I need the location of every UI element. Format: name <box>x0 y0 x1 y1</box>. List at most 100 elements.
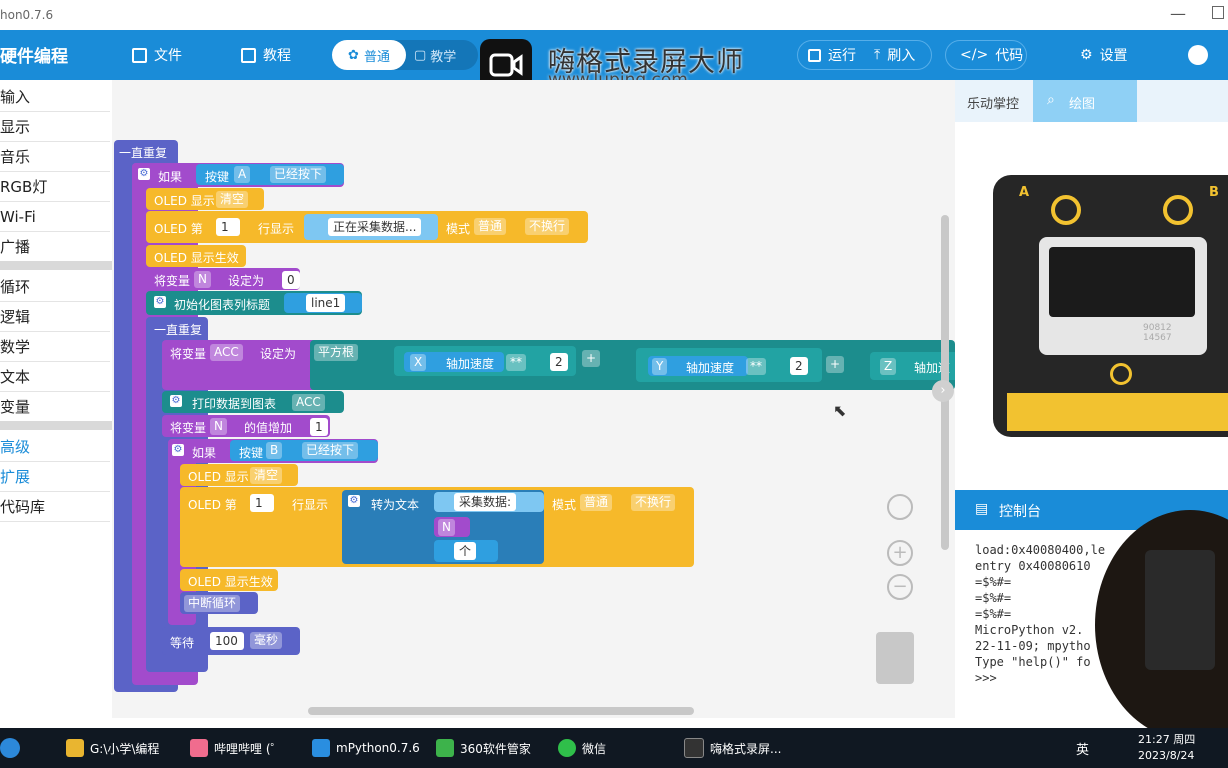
y-accel-block[interactable] <box>648 356 748 376</box>
clear-dropdown[interactable]: 清空 <box>216 191 249 208</box>
no-wrap-dropdown[interactable]: 不换行 <box>525 218 570 235</box>
plus-dropdown[interactable]: + <box>826 356 845 373</box>
mode-normal-button[interactable]: ✿ 普通 <box>332 40 406 70</box>
join-gear-icon[interactable]: ⚙ <box>348 495 360 507</box>
pressed-dropdown[interactable]: 已经按下 <box>302 442 359 459</box>
block-workspace[interactable]: 一直重复 ⚙ 如果 按键 A 已经按下 OLED 显示 清空 OLED 第 1 … <box>112 80 955 718</box>
tab-simulator[interactable]: 乐动掌控 <box>967 97 1020 112</box>
category-advanced[interactable]: 高级 <box>0 432 110 462</box>
set-variable-block[interactable] <box>146 268 300 290</box>
taskbar-app-explorer[interactable]: G:\小学\编程 <box>66 728 159 768</box>
minimize-button[interactable]: — <box>1170 4 1186 23</box>
line1-text-field[interactable]: line1 <box>306 294 346 312</box>
zoom-out-icon[interactable]: − <box>887 574 913 600</box>
var-n-reporter[interactable] <box>434 517 470 537</box>
category-display[interactable]: 显示 <box>0 112 110 142</box>
chart-gear-icon[interactable]: ⚙ <box>170 395 182 407</box>
pow-dropdown[interactable]: ** <box>506 354 526 371</box>
horizontal-scrollbar[interactable] <box>308 707 694 715</box>
category-math[interactable]: 数学 <box>0 332 110 362</box>
unit-text-field[interactable]: 个 <box>454 542 477 560</box>
category-code-library[interactable]: 代码库 <box>0 492 110 522</box>
clear-dropdown[interactable]: 清空 <box>250 467 283 484</box>
var-n-dropdown[interactable]: N <box>210 418 227 435</box>
x-accel-block[interactable] <box>404 352 504 372</box>
unit-ms-dropdown[interactable]: 毫秒 <box>250 632 283 649</box>
var-n-dropdown[interactable]: N <box>194 271 211 288</box>
print-chart-block[interactable] <box>162 391 344 413</box>
button-pressed-block[interactable] <box>196 164 344 185</box>
no-wrap-dropdown[interactable]: 不换行 <box>631 494 676 511</box>
row-number-field[interactable]: 1 <box>216 218 240 236</box>
increment-field[interactable]: 1 <box>310 418 328 436</box>
z-power-block[interactable] <box>870 352 955 380</box>
ie-icon[interactable] <box>0 738 20 758</box>
trash-icon[interactable] <box>876 632 914 684</box>
var-n-dropdown[interactable]: N <box>438 519 455 536</box>
code-button[interactable]: </> 代码 <box>960 30 1023 80</box>
run-button[interactable]: 运行 <box>808 30 856 80</box>
category-rgb[interactable]: RGB灯 <box>0 172 110 202</box>
category-extension[interactable]: 扩展 <box>0 462 110 492</box>
category-broadcast[interactable]: 广播 <box>0 232 110 262</box>
change-variable-block[interactable] <box>162 415 330 437</box>
settings-gear-icon[interactable]: ⚙ <box>138 168 150 180</box>
settings-gear-icon[interactable]: ⚙ <box>172 444 184 456</box>
exponent-field[interactable]: 2 <box>790 357 808 375</box>
break-loop-dropdown[interactable]: 中断循环 <box>184 595 241 612</box>
button-a-dropdown[interactable]: A <box>234 166 251 183</box>
clock-time[interactable]: 21:27 周四 <box>1138 733 1196 746</box>
category-loop[interactable]: 循环 <box>0 272 110 302</box>
flash-button[interactable]: ⤒ 刷入 <box>874 30 915 80</box>
break-loop-block[interactable] <box>180 592 258 614</box>
taskbar-app-360[interactable]: 360软件管家 <box>436 728 531 768</box>
collected-text-field[interactable]: 采集数据: <box>454 493 517 511</box>
user-avatar-icon[interactable] <box>1188 45 1208 65</box>
category-music[interactable]: 音乐 <box>0 142 110 172</box>
axis-z-dropdown[interactable]: Z <box>880 358 897 375</box>
plus-dropdown[interactable]: + <box>582 350 601 367</box>
input-language[interactable]: 英 <box>1076 743 1090 758</box>
category-variable[interactable]: 变量 <box>0 392 110 422</box>
sqrt-dropdown[interactable]: 平方根 <box>314 344 359 361</box>
button-a-icon[interactable] <box>1051 195 1081 225</box>
category-text[interactable]: 文本 <box>0 362 110 392</box>
zoom-in-icon[interactable]: + <box>887 540 913 566</box>
clock-date[interactable]: 2023/8/24 <box>1138 749 1195 762</box>
tab-plot[interactable]: ⌕ 绘图 <box>1033 80 1137 122</box>
axis-x-dropdown[interactable]: X <box>410 354 427 371</box>
settings-button[interactable]: ⚙ 设置 <box>1080 30 1128 80</box>
button-b-icon[interactable] <box>1163 195 1193 225</box>
taskbar-app-bilibili[interactable]: 哔哩哔哩 (゜ <box>190 728 283 768</box>
wait-value-field[interactable]: 100 <box>210 632 244 650</box>
category-input[interactable]: 输入 <box>0 82 110 112</box>
app-title[interactable]: 硬件编程 <box>0 47 68 67</box>
oled-clear-block[interactable] <box>180 464 298 486</box>
console-output[interactable]: load:0x40080400,le entry 0x40080610 =$%#… <box>975 542 1105 686</box>
oled-apply-block[interactable] <box>180 569 278 591</box>
zero-value-field[interactable]: 0 <box>282 271 300 289</box>
category-logic[interactable]: 逻辑 <box>0 302 110 332</box>
button-b-dropdown[interactable]: B <box>266 442 283 459</box>
row-number-field[interactable]: 1 <box>250 494 274 512</box>
maximize-button[interactable] <box>1212 6 1224 19</box>
collecting-text-field[interactable]: 正在采集数据... <box>328 218 422 236</box>
taskbar-app-recorder[interactable]: 嗨格式录屏... <box>684 728 781 768</box>
mode-teach-button[interactable]: ▢ 教学 <box>414 40 456 70</box>
pressed-dropdown[interactable]: 已经按下 <box>270 166 327 183</box>
var-acc-dropdown[interactable]: ACC <box>210 344 243 361</box>
taskbar-app-mpython[interactable]: mPython0.7.6 <box>312 728 420 768</box>
category-wifi[interactable]: Wi-Fi <box>0 202 110 232</box>
var-acc-dropdown[interactable]: ACC <box>292 394 325 411</box>
chart-gear-icon[interactable]: ⚙ <box>154 296 166 308</box>
pow-dropdown[interactable]: ** <box>746 358 766 375</box>
oled-clear-block[interactable] <box>146 188 264 210</box>
axis-y-dropdown[interactable]: Y <box>652 358 668 375</box>
mode-normal-dropdown[interactable]: 普通 <box>474 218 507 235</box>
oled-apply-block[interactable] <box>146 245 246 267</box>
panel-collapse-icon[interactable]: › <box>932 380 954 402</box>
file-menu[interactable]: 文件 <box>132 30 182 80</box>
mode-normal-dropdown[interactable]: 普通 <box>580 494 613 511</box>
tutorial-menu[interactable]: 教程 <box>241 30 291 80</box>
button-pressed-block[interactable] <box>230 440 378 461</box>
